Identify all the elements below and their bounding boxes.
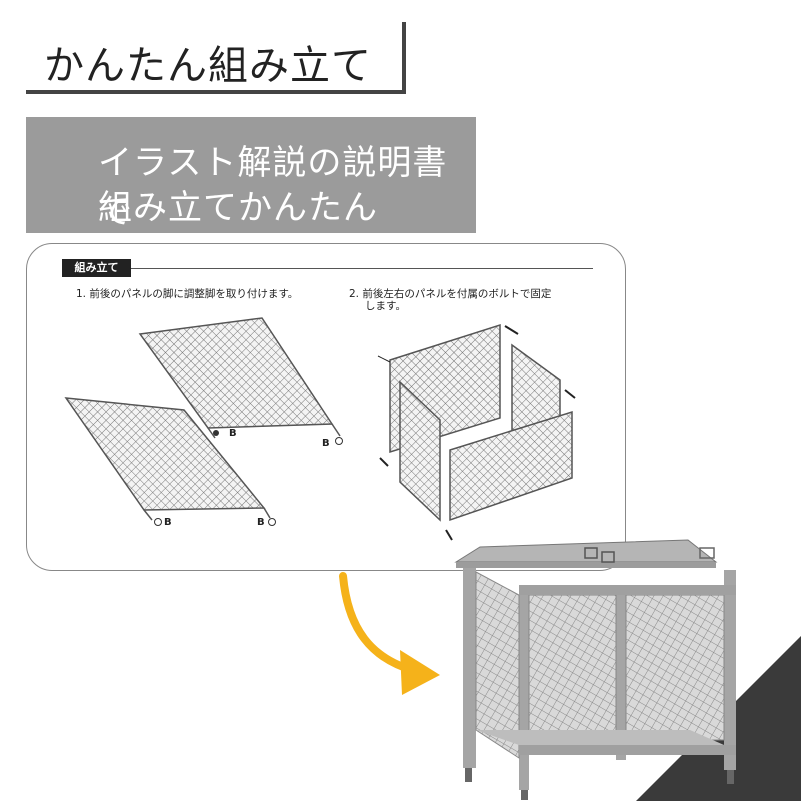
curved-arrow-icon (339, 572, 416, 674)
title-frame (26, 22, 406, 94)
step-1-text: 1. 前後のパネルの脚に調整脚を取り付けます。 (76, 288, 299, 300)
bolt-label: B (229, 428, 237, 439)
panel-illustration-lower (64, 397, 276, 526)
page-title: かんたん組み立て (44, 43, 372, 89)
bolt-label: B (322, 438, 330, 449)
panel-illustration-upper (138, 317, 343, 445)
step-2-text-cont: します。 (365, 300, 406, 312)
banner-line-2: 組み立てかんたん (98, 188, 378, 228)
step-2-text: 2. 前後左右のパネルを付属のボルトで固定 (349, 288, 552, 300)
box-assembly-illustration (377, 323, 576, 541)
bolt-label: B (164, 517, 172, 528)
section-divider (131, 268, 593, 269)
banner-line-1: イラスト解説の説明書で (98, 143, 448, 232)
arrow-head (400, 650, 440, 695)
section-label: 組み立て (62, 259, 131, 277)
bolt-label: B (257, 517, 265, 528)
product-photo (454, 539, 736, 800)
feature-banner: イラスト解説の説明書で 組み立てかんたん (26, 117, 476, 233)
